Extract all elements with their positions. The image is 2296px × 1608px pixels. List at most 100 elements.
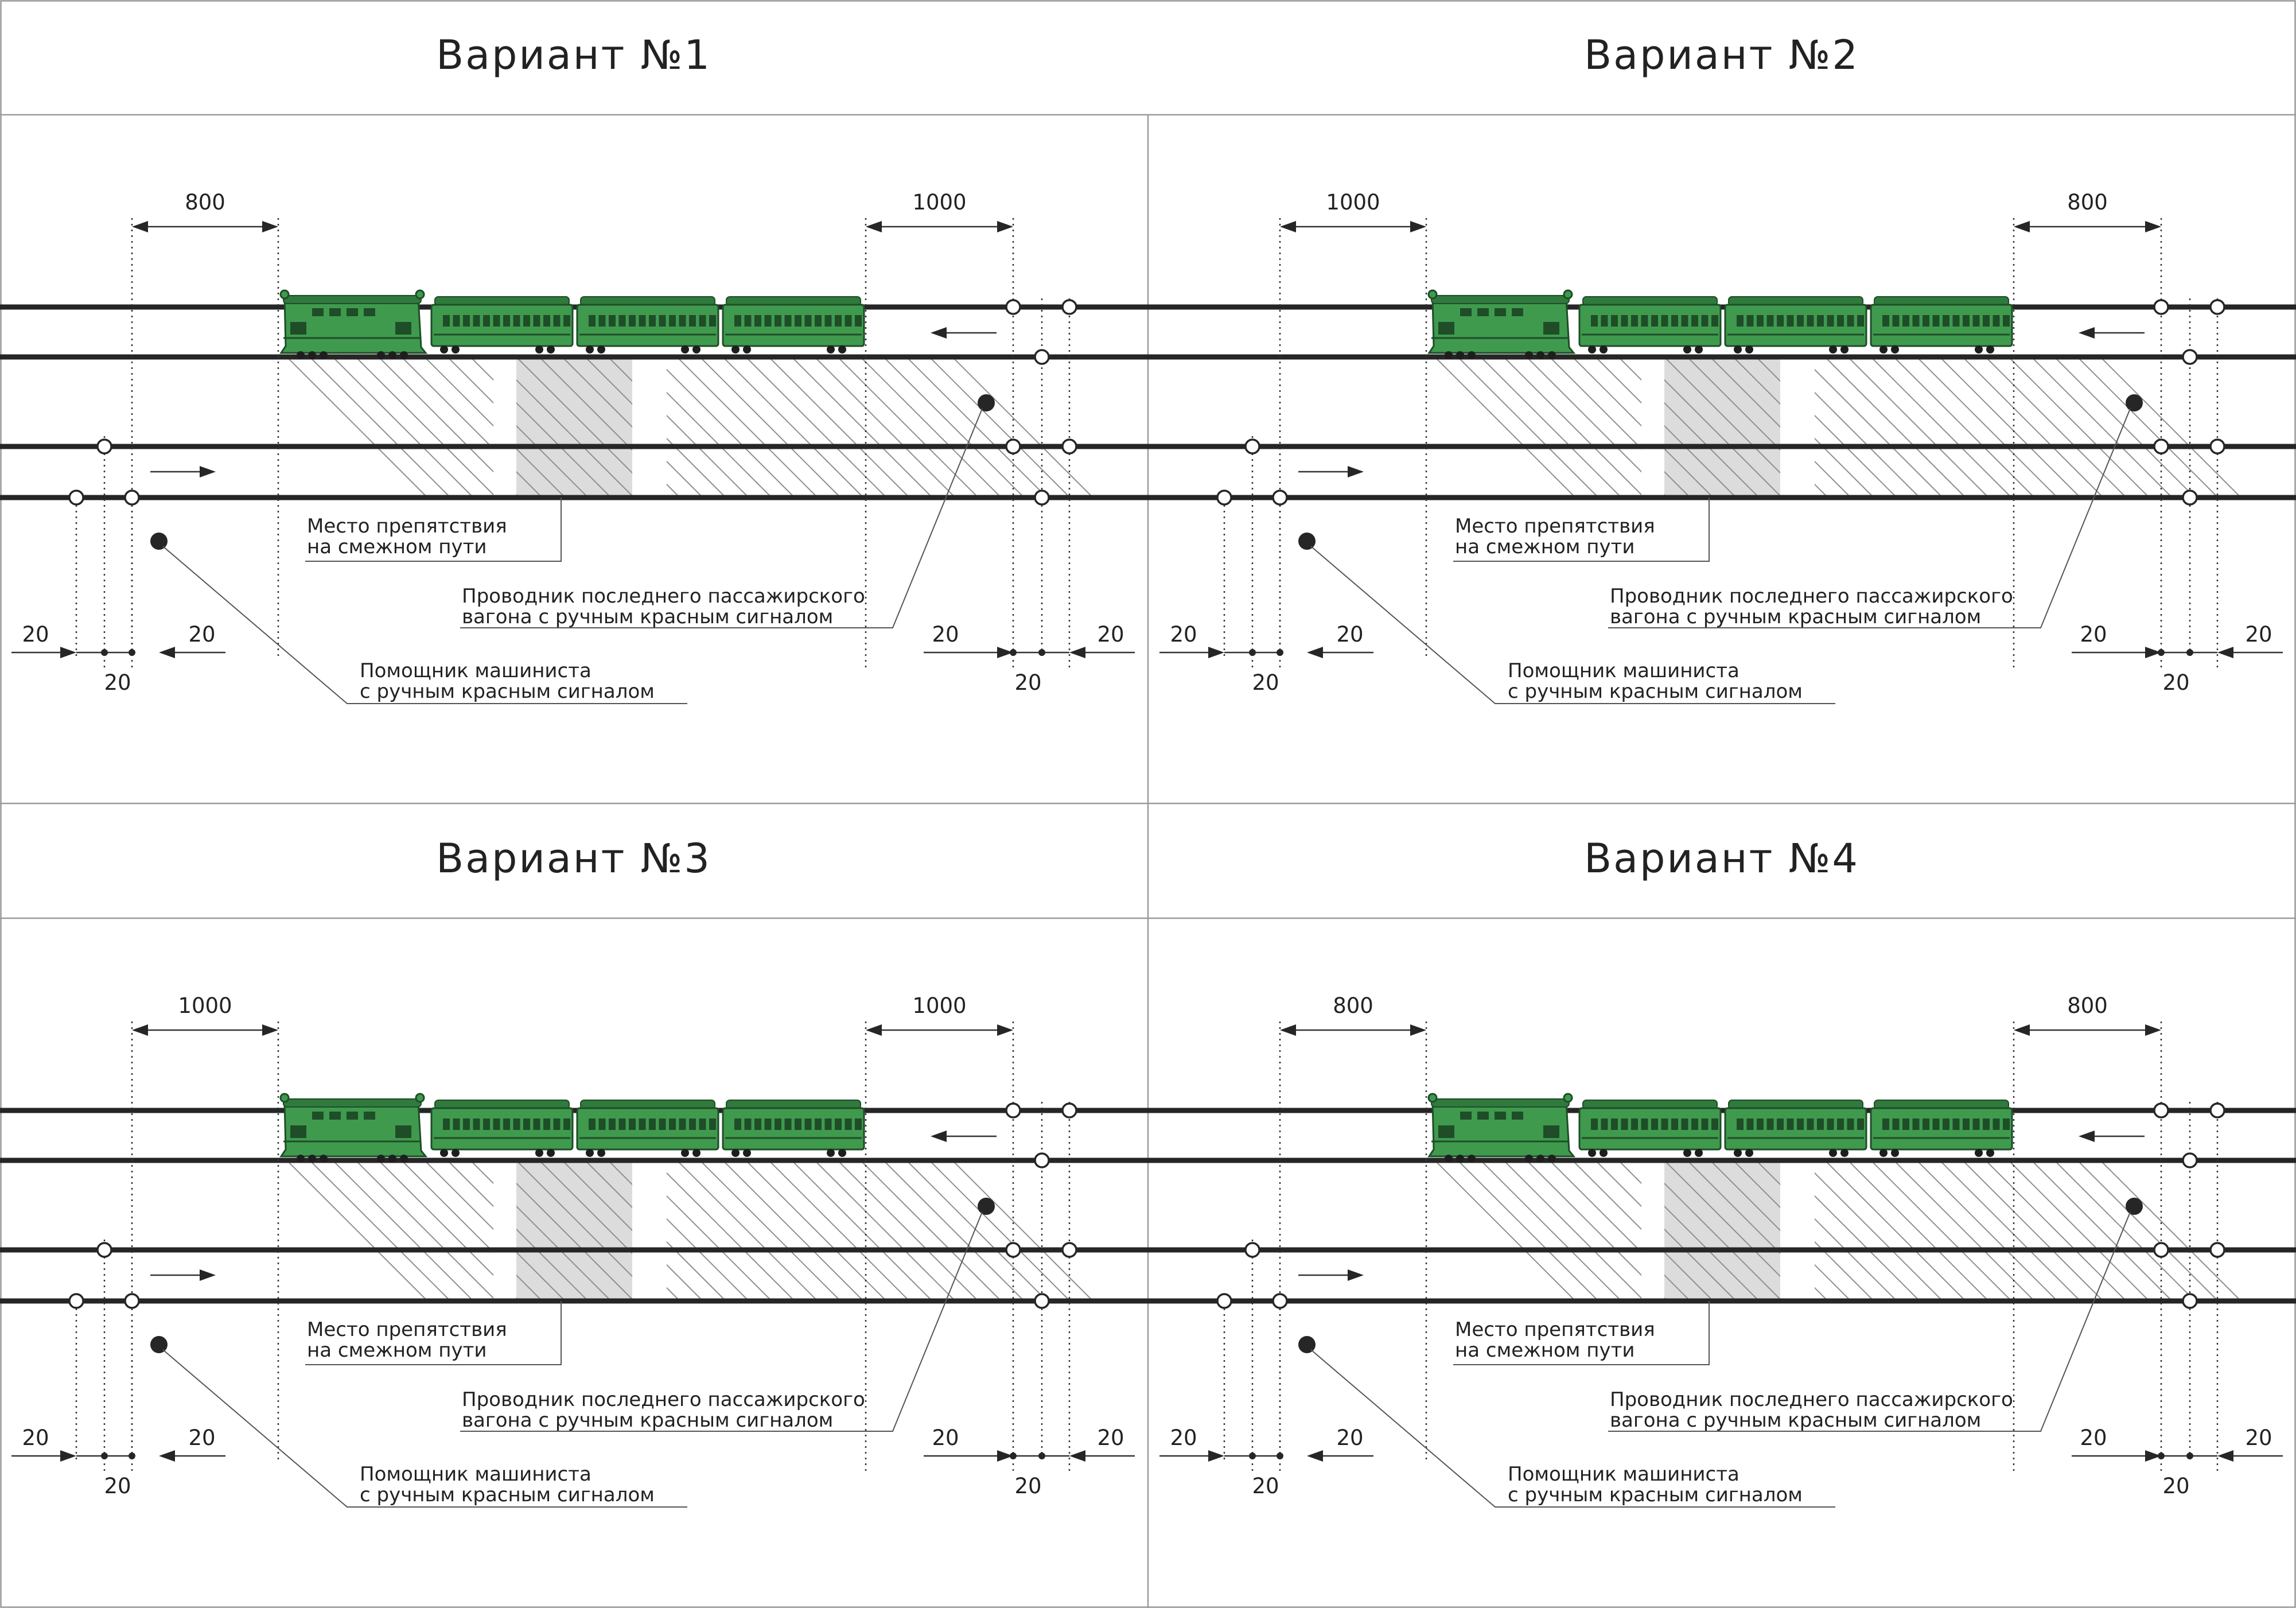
signal-post-3 [2182, 1152, 2198, 1168]
note-conductor-line-2: вагона с ручным красным сигналом [462, 1409, 833, 1432]
note-obstacle-line-1: Место препятствия [1455, 1318, 1655, 1341]
direction-arrow-right [200, 1269, 216, 1281]
passenger-train [279, 289, 865, 359]
small-dim-arrow-left-b [159, 647, 175, 658]
passenger-car-3 [1870, 1100, 2013, 1157]
small-dim-right-outer: 20 [2080, 622, 2107, 647]
small-dim-arrow-right-a [2145, 1450, 2161, 1462]
note-obstacle-line-1: Место препятствия [1455, 515, 1655, 538]
signal-post-5 [2209, 438, 2225, 455]
assistant-marker [150, 533, 168, 550]
small-dim-arrow-right-a [997, 647, 1013, 658]
small-dim-arrow-left-a [1208, 647, 1224, 658]
signal-post-7 [96, 1242, 112, 1258]
note-assistant-line-2: с ручным красным сигналом [1508, 1483, 1803, 1506]
variant-title: Вариант №2 [1584, 32, 1859, 79]
note-obstacle-line-1: Место препятствия [307, 515, 507, 538]
signal-post-3 [1034, 349, 1050, 365]
small-dim-left-outer: 20 [22, 622, 49, 647]
small-dim-arrow-right-b [2217, 647, 2233, 658]
note-conductor: Проводник последнего пассажирскоговагона… [462, 585, 865, 628]
note-obstacle-line-2: на смежном пути [1455, 1339, 1635, 1362]
passenger-car-2 [576, 296, 719, 354]
small-dim-right-inner: 20 [1097, 1426, 1124, 1450]
signal-post-4 [2153, 438, 2169, 455]
signal-post-9 [1272, 490, 1288, 506]
signal-post-7 [1244, 438, 1260, 455]
signal-post-5 [1061, 438, 1077, 455]
small-dim-right-gap: 20 [1014, 1474, 1041, 1498]
small-dim-arrow-right-a [997, 1450, 1013, 1462]
small-dim-left-inner: 20 [188, 622, 215, 647]
passenger-car-3 [722, 1100, 865, 1157]
signal-post-1 [1005, 1102, 1021, 1118]
note-obstacle-line-2: на смежном пути [1455, 535, 1635, 558]
small-dim-right-inner: 20 [2245, 622, 2272, 647]
note-conductor-line-1: Проводник последнего пассажирского [462, 585, 865, 608]
passenger-train [1427, 1093, 2013, 1163]
dimension-left-label: 1000 [178, 993, 232, 1018]
small-dim-right-gap: 20 [2162, 670, 2189, 695]
small-dim-right-inner: 20 [1097, 622, 1124, 647]
signal-post-2 [2209, 1102, 2225, 1118]
small-dim-right-gap: 20 [1014, 670, 1041, 695]
dimension-left: 1000 [1280, 190, 1426, 232]
direction-arrow-left [931, 327, 947, 339]
dimension-right-label: 800 [2067, 993, 2108, 1018]
locomotive [279, 1093, 428, 1163]
passenger-car-2 [1724, 296, 1867, 354]
signal-post-4 [1005, 438, 1021, 455]
obstacle-zone [1434, 1148, 2241, 1314]
small-dim-arrow-right-b [1069, 647, 1085, 658]
signal-post-6 [2182, 1293, 2198, 1309]
small-dim-left-gap: 20 [1252, 1474, 1279, 1498]
signal-post-9 [124, 490, 140, 506]
small-dim-left-inner: 20 [1336, 1426, 1363, 1450]
passenger-car-1 [1578, 296, 1722, 354]
signal-post-7 [96, 438, 112, 455]
note-obstacle-line-2: на смежном пути [307, 535, 487, 558]
note-assistant-line-1: Помощник машиниста [360, 659, 591, 682]
signal-post-5 [2209, 1242, 2225, 1258]
signal-post-2 [1061, 299, 1077, 315]
dimension-left-label: 800 [185, 190, 225, 215]
note-conductor-line-2: вагона с ручным красным сигналом [1610, 1409, 1981, 1432]
small-dim-left-inner: 20 [188, 1426, 215, 1450]
small-dim-left-outer: 20 [22, 1426, 49, 1450]
signal-post-3 [1034, 1152, 1050, 1168]
signal-post-1 [1005, 299, 1021, 315]
passenger-car-2 [576, 1100, 719, 1157]
dimension-right-label: 1000 [912, 993, 966, 1018]
signal-post-8 [68, 490, 84, 506]
dimension-right: 800 [2014, 190, 2161, 232]
signal-post-5 [1061, 1242, 1077, 1258]
assistant-marker [150, 1336, 168, 1353]
direction-arrow-left [931, 1131, 947, 1142]
assistant-marker [1298, 533, 1316, 550]
conductor-marker [2126, 1198, 2143, 1215]
variant-title: Вариант №4 [1584, 835, 1859, 882]
note-conductor-line-1: Проводник последнего пассажирского [1610, 585, 2013, 608]
small-dim-arrow-right-b [1069, 1450, 1085, 1462]
dimension-right: 1000 [866, 993, 1013, 1036]
direction-arrow-right [200, 466, 216, 477]
signal-post-2 [2209, 299, 2225, 315]
note-assistant-line-2: с ручным красным сигналом [360, 680, 655, 703]
dimension-left: 1000 [132, 993, 278, 1036]
small-dim-left-gap: 20 [104, 670, 131, 695]
passenger-car-1 [430, 1100, 574, 1157]
small-dim-arrow-left-b [1307, 1450, 1323, 1462]
conductor-marker [978, 1198, 995, 1215]
small-dim-right-outer: 20 [932, 1426, 959, 1450]
small-dim-left-gap: 20 [1252, 670, 1279, 695]
small-dim-arrow-right-b [2217, 1450, 2233, 1462]
signal-post-1 [2153, 1102, 2169, 1118]
dimension-right-label: 800 [2067, 190, 2108, 215]
note-assistant-line-1: Помощник машиниста [360, 1463, 591, 1486]
